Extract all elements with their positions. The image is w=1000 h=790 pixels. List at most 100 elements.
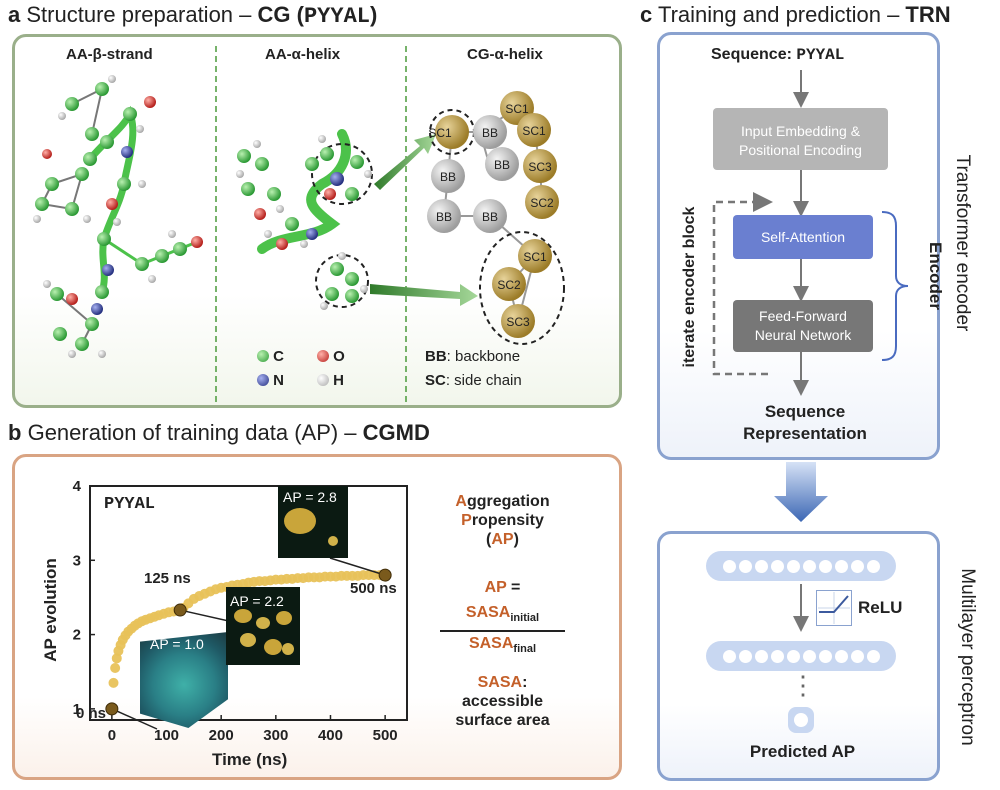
panel-b-title-bold: CGMD <box>362 420 430 445</box>
ap-definition: Aggregation Propensity (AP) <box>440 492 565 549</box>
ap-den-sasa: SASA <box>468 635 514 653</box>
snapshot-125ns <box>226 587 300 665</box>
bb-definition: BB: backbone <box>425 348 520 365</box>
panel-a-title-close: ) <box>369 2 378 27</box>
mlp-output-node <box>788 707 814 733</box>
representation-line2: Representation <box>743 424 867 443</box>
panel-a-title-seq: PYYAL <box>303 4 370 29</box>
ap-formula-lhs: AP <box>484 579 507 596</box>
panel-c-title-bold: TRN <box>905 2 951 27</box>
self-attention-label: Self-Attention <box>760 229 846 245</box>
x-tick-label: 100 <box>154 727 179 744</box>
y-tick-label: 2 <box>73 627 81 644</box>
legend-hydrogen-icon <box>317 374 329 386</box>
data-point <box>108 677 119 688</box>
data-point <box>110 663 121 673</box>
y-tick-label: 1 <box>73 701 81 718</box>
cg-helix <box>427 91 565 345</box>
atom-legend: C O N H <box>257 348 387 398</box>
bead-label-sc2-b: SC2 <box>497 278 521 292</box>
x-tick-label: 500 <box>373 727 398 744</box>
ap-num-sasa: SASA <box>465 604 511 621</box>
panel-b-title: b Generation of training data (AP) – CGM… <box>8 420 430 446</box>
ap-paren-close: ) <box>513 531 519 548</box>
ap-formula: AP = SASAinitial SASAfinal <box>440 578 565 659</box>
time-label-125ns: 125 ns <box>144 570 191 587</box>
panel-c-connectors <box>712 70 909 632</box>
feed-forward-line2: Neural Network <box>754 327 852 343</box>
plot-frame <box>89 485 408 721</box>
highlight-point <box>378 568 392 582</box>
iterate-encoder-label: iterate encoder block <box>681 206 698 368</box>
panel-a-title-bold: CG ( <box>257 2 304 27</box>
bb-key: BB <box>425 348 447 365</box>
ap-def-abbr: AP <box>491 531 514 548</box>
panel-a-title: a Structure preparation – CG (PYYAL) <box>8 2 377 29</box>
bead-label-bb-b: BB <box>493 158 511 172</box>
sasa-line1: accessible <box>462 693 543 710</box>
panel-b-letter: b <box>8 420 22 445</box>
y-tick-label: 3 <box>73 552 81 569</box>
representation-line1: Sequence <box>764 402 846 421</box>
data-point <box>111 653 122 664</box>
ap-def-p-rest: ropensity <box>471 512 544 529</box>
legend-nitrogen-icon <box>257 374 269 386</box>
mapping-arrow-lower <box>370 284 478 306</box>
legend-carbon-icon <box>257 350 269 362</box>
snapshot-leader <box>111 708 158 730</box>
mapping-arrow-upper <box>374 134 436 190</box>
ap-formula-eq: = <box>506 579 521 596</box>
embedding-line1: Input Embedding & <box>740 123 861 139</box>
panel-c-letter: c <box>640 2 653 27</box>
snapshot-500ns-label: AP = 2.8 <box>283 489 337 505</box>
sequence-representation: Sequence Representation <box>740 401 870 445</box>
relu-label: ReLU <box>858 598 903 617</box>
mlp-input-layer <box>706 551 896 581</box>
panel-c-title-text: Training and prediction – <box>657 2 906 27</box>
beta-strand-molecule <box>33 75 203 358</box>
bead-label-sc1-c: SC1 <box>522 124 546 138</box>
time-label-500ns: 500 ns <box>350 580 397 597</box>
snapshot-500ns <box>278 486 348 558</box>
time-label-0ns: 0 ns <box>76 705 107 722</box>
x-tick-label: 300 <box>263 727 288 744</box>
ap-def-a: A <box>455 493 467 510</box>
sasa-abbr: SASA <box>477 674 523 691</box>
mlp-side-label: Multilayer perceptron <box>957 568 978 746</box>
alpha-helix-molecule <box>236 129 373 310</box>
sequence-input-label: Sequence: <box>711 46 797 63</box>
highlight-point <box>173 603 187 617</box>
bead-label-sc1-a: SC1 <box>428 126 452 140</box>
x-tick-label: 0 <box>108 727 116 744</box>
self-attention-box: Self-Attention <box>733 215 873 259</box>
bead-label-sc1-d: SC1 <box>523 250 547 264</box>
col-label-cg-helix: CG-α-helix <box>467 46 543 63</box>
bead-label-bb-a: BB <box>481 126 499 140</box>
ap-definition-line2: Propensity <box>440 511 565 530</box>
panel-a-art <box>33 46 565 406</box>
legend-nitrogen-label: N <box>273 372 285 389</box>
ap-formula-denominator: SASAfinal <box>440 634 565 659</box>
y-tick-label: 4 <box>73 478 82 495</box>
ap-num-sub: initial <box>510 612 540 625</box>
sasa-line2: surface area <box>455 712 550 729</box>
y-axis-label: AP evolution <box>41 558 60 662</box>
panel-b-title-text: Generation of training data (AP) – <box>27 420 363 445</box>
legend-oxygen-icon <box>317 350 329 362</box>
bead-label-sc3-b: SC3 <box>506 315 530 329</box>
panel-a-letter: a <box>8 2 21 27</box>
ap-formula-numerator: SASAinitial <box>440 603 565 633</box>
mlp-hidden-layer <box>706 641 896 671</box>
chart-sequence-label: PYYAL <box>104 495 156 514</box>
feed-forward-box: Feed-Forward Neural Network <box>733 300 873 352</box>
bead-label-sc3-a: SC3 <box>528 160 552 174</box>
ap-den-sub: final <box>513 643 537 656</box>
sasa-colon: : <box>522 674 528 691</box>
sc-key: SC <box>425 372 446 389</box>
legend-carbon-label: C <box>273 348 285 365</box>
embedding-line2: Positional Encoding <box>739 142 862 158</box>
mlp-ellipsis: ⋮ <box>790 670 816 700</box>
x-axis-label: Time (ns) <box>212 750 288 769</box>
